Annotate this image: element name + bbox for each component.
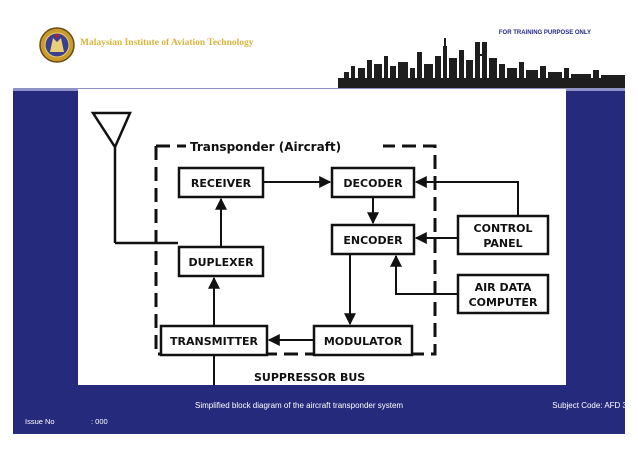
slide: Malaysian Institute of Aviation Technolo… (13, 16, 625, 434)
issue-label: Issue No (25, 417, 55, 426)
encoder-block: ENCODER (330, 223, 416, 256)
transponder-diagram: Transponder (Aircraft) RECEIVER DECODER … (78, 89, 566, 400)
receiver-label: RECEIVER (191, 177, 252, 190)
subject-code: Subject Code: AFD 3 (552, 401, 625, 410)
city-skyline-icon (338, 38, 625, 88)
duplexer-label: DUPLEXER (188, 256, 254, 269)
modulator-label: MODULATOR (324, 335, 403, 348)
modulator-block: MODULATOR (312, 324, 414, 357)
control-panel-block: CONTROL PANEL (456, 214, 550, 256)
encoder-label: ENCODER (343, 234, 403, 247)
control-panel-label-2: PANEL (483, 237, 522, 250)
suppressor-bus-label: SUPPRESSOR BUS (254, 371, 365, 384)
antenna-icon (90, 111, 178, 245)
air-data-computer-block: AIR DATA COMPUTER (456, 273, 550, 315)
training-notice: FOR TRAINING PURPOSE ONLY (498, 30, 591, 36)
suppressor-bus-arrow (213, 355, 245, 400)
issue-value: : 000 (91, 417, 108, 426)
duplexer-block: DUPLEXER (177, 245, 265, 278)
transmitter-label: TRANSMITTER (170, 335, 258, 348)
control-panel-label-1: CONTROL (474, 222, 533, 235)
air-data-label-1: AIR DATA (475, 281, 532, 294)
air-data-label-2: COMPUTER (469, 296, 538, 309)
receiver-block: RECEIVER (177, 166, 265, 199)
adc-to-encoder-arrow (390, 254, 458, 295)
diagram-caption: Simplified block diagram of the aircraft… (195, 401, 404, 410)
institute-name: Malaysian Institute of Aviation Technolo… (80, 38, 254, 48)
decoder-label: DECODER (343, 177, 403, 190)
transmitter-block: TRANSMITTER (159, 324, 269, 357)
header-band: Malaysian Institute of Aviation Technolo… (13, 16, 625, 88)
transponder-title: Transponder (Aircraft) (190, 140, 341, 154)
transponder-boundary (154, 144, 437, 356)
control-to-decoder-arrow (414, 176, 519, 216)
crest-logo-icon (39, 27, 75, 63)
decoder-block: DECODER (330, 166, 416, 199)
